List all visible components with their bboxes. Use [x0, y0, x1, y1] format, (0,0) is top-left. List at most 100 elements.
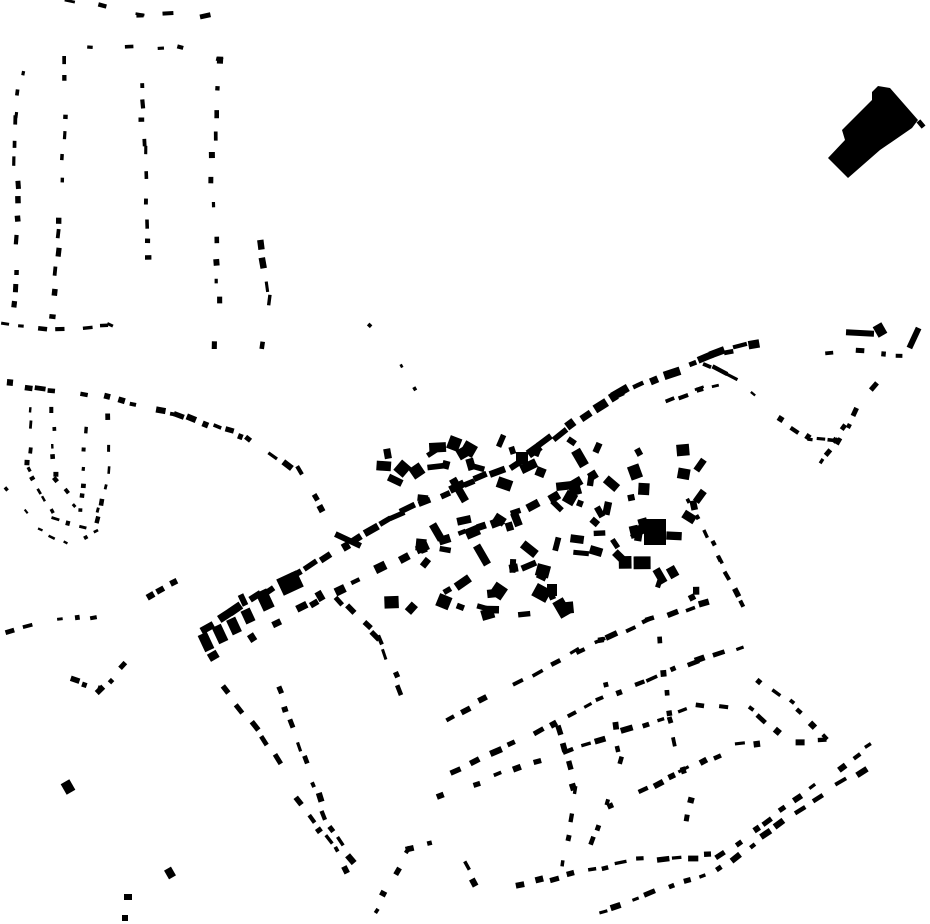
- building: [703, 851, 712, 857]
- building: [495, 476, 514, 492]
- building: [381, 648, 388, 660]
- building: [272, 753, 283, 766]
- building: [259, 735, 269, 747]
- building: [712, 649, 726, 658]
- building: [63, 540, 69, 545]
- building: [12, 283, 19, 293]
- building: [560, 860, 565, 867]
- building: [52, 266, 58, 276]
- building: [117, 396, 126, 405]
- building: [315, 792, 325, 803]
- building: [345, 853, 357, 866]
- building: [656, 855, 670, 863]
- building: [845, 422, 852, 429]
- building: [384, 595, 399, 609]
- building: [612, 721, 620, 730]
- building: [49, 313, 56, 320]
- building: [734, 741, 746, 746]
- building: [63, 487, 70, 495]
- building: [366, 322, 373, 329]
- building: [811, 793, 825, 804]
- building: [378, 515, 392, 527]
- building: [310, 781, 316, 788]
- building: [579, 409, 593, 422]
- building: [643, 888, 656, 898]
- building: [157, 46, 165, 51]
- building: [386, 473, 404, 487]
- building: [415, 538, 427, 552]
- building: [428, 442, 447, 453]
- building: [750, 390, 756, 397]
- building: [103, 484, 108, 490]
- building: [89, 615, 98, 621]
- building: [718, 704, 729, 710]
- building: [144, 255, 152, 260]
- building: [52, 426, 57, 432]
- building: [625, 625, 637, 634]
- building: [246, 632, 258, 643]
- building: [664, 396, 675, 404]
- building: [52, 476, 59, 484]
- building: [81, 681, 88, 689]
- building: [697, 598, 710, 608]
- building: [124, 44, 134, 49]
- building: [427, 462, 445, 471]
- building: [55, 247, 62, 257]
- building: [837, 762, 848, 773]
- building: [644, 519, 666, 545]
- building: [26, 466, 32, 473]
- building: [649, 375, 660, 386]
- building: [834, 437, 843, 446]
- building: [324, 834, 334, 845]
- building: [144, 238, 151, 244]
- building: [823, 448, 833, 457]
- building: [459, 440, 478, 458]
- building: [446, 435, 463, 453]
- building: [667, 772, 677, 781]
- building: [564, 418, 577, 431]
- building: [572, 785, 578, 795]
- building: [685, 497, 691, 504]
- building: [138, 117, 145, 122]
- building: [633, 556, 651, 570]
- building: [612, 549, 630, 567]
- building: [738, 599, 746, 608]
- building: [831, 436, 838, 443]
- building: [81, 466, 86, 471]
- building: [50, 454, 56, 460]
- building: [687, 796, 695, 804]
- building: [281, 705, 289, 713]
- building: [508, 445, 517, 455]
- building: [78, 524, 87, 530]
- building: [644, 615, 655, 623]
- building: [634, 447, 644, 457]
- building: [562, 746, 574, 755]
- building: [94, 684, 106, 696]
- building: [28, 407, 32, 413]
- building: [345, 603, 357, 615]
- building: [761, 816, 773, 827]
- building: [714, 864, 723, 873]
- building: [852, 752, 862, 761]
- building: [404, 601, 418, 615]
- building: [383, 448, 392, 460]
- building: [510, 511, 523, 528]
- building: [561, 489, 579, 507]
- building: [276, 570, 304, 596]
- building: [82, 325, 93, 330]
- building: [24, 384, 33, 392]
- building: [683, 814, 690, 822]
- building: [614, 745, 621, 753]
- building: [22, 622, 33, 629]
- building: [293, 795, 304, 807]
- building: [533, 448, 542, 458]
- building: [264, 281, 270, 293]
- building: [566, 869, 575, 878]
- building: [575, 647, 586, 655]
- building: [216, 608, 233, 623]
- building: [334, 531, 362, 549]
- building: [832, 437, 839, 444]
- building: [573, 549, 590, 557]
- building: [215, 85, 220, 91]
- building: [398, 501, 417, 515]
